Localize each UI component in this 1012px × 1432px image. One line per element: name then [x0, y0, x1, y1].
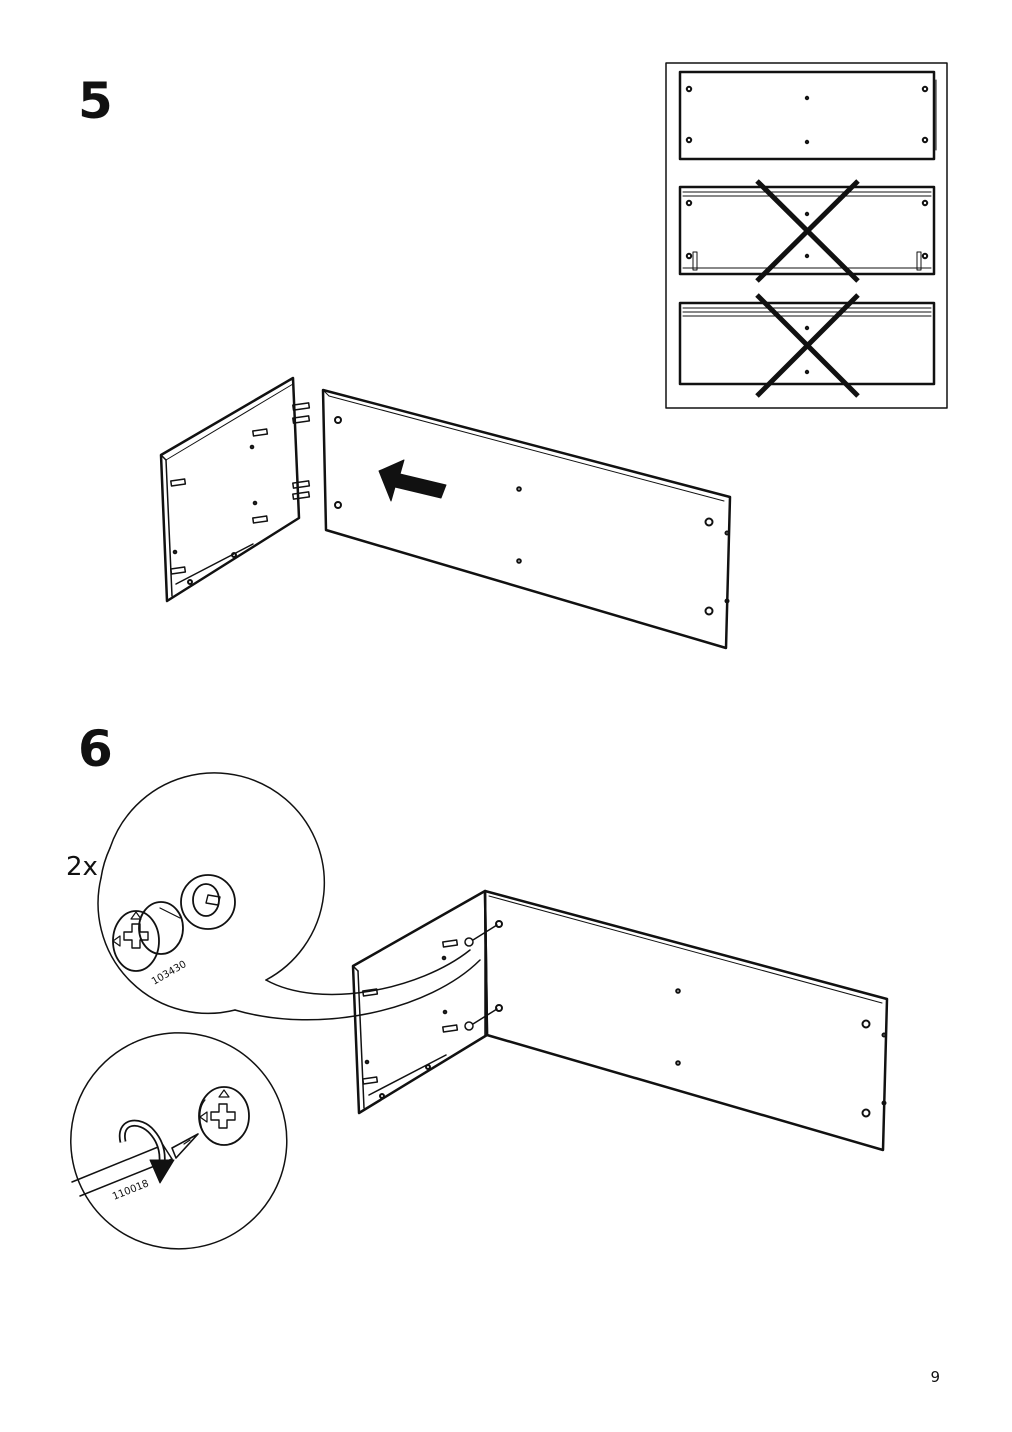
step-5-side-panel [159, 376, 311, 603]
step-5-long-panel [321, 388, 732, 650]
page-number: 9 [930, 1368, 940, 1386]
cam-lock-icon [112, 874, 236, 972]
screwdriver-detail: 110018 [70, 1032, 288, 1250]
cam-lock-icon [198, 1086, 250, 1146]
correct-orientation-panel [678, 70, 937, 161]
quantity-label: 2x [66, 852, 98, 882]
part-number-103430: 103430 [150, 959, 189, 988]
cam-lock-detail: 2x 103430 [66, 772, 481, 1021]
wrong-orientation-panel-2 [678, 293, 936, 398]
wrong-orientation-panel-1 [678, 179, 936, 283]
cross-out-icon [755, 293, 860, 398]
arrow-left-icon [378, 459, 447, 502]
orientation-inset [665, 62, 948, 409]
cross-out-icon [755, 179, 860, 283]
step-5-number: 5 [78, 72, 113, 130]
rotate-clockwise-icon [118, 1119, 175, 1184]
step-6-long-panel [483, 889, 889, 1152]
step-6-side-panel [351, 889, 498, 1115]
step-6-number: 6 [78, 720, 113, 778]
